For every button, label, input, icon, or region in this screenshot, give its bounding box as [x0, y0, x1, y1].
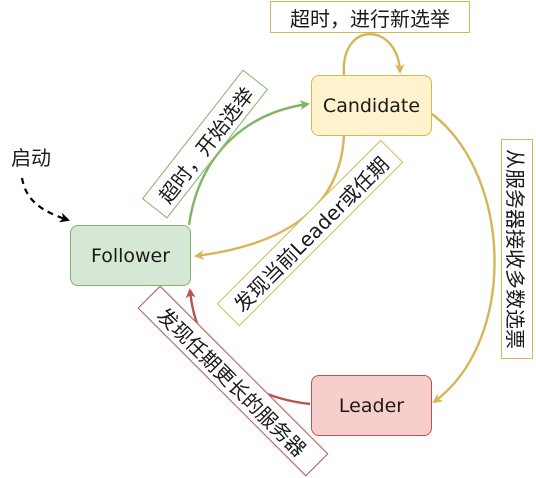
follower-node: Follower: [70, 225, 191, 286]
start-arrow: [20, 177, 70, 223]
follower-to-candidate-arrow: [187, 100, 310, 226]
receive-majority-votes-label: 从服务器接收多数选票: [501, 139, 533, 359]
candidate-node-label: Candidate: [322, 94, 421, 117]
candidate-self-loop-arrow: [342, 33, 405, 76]
candidate-node: Candidate: [311, 75, 432, 136]
follower-node-label: Follower: [90, 244, 171, 267]
timeout-reelect-label: 超时，进行新选举: [270, 1, 470, 33]
leader-node-label: Leader: [338, 394, 405, 417]
leader-node: Leader: [311, 375, 432, 436]
start-label: 启动: [11, 145, 51, 170]
candidate-to-leader-arrow: [431, 113, 496, 404]
